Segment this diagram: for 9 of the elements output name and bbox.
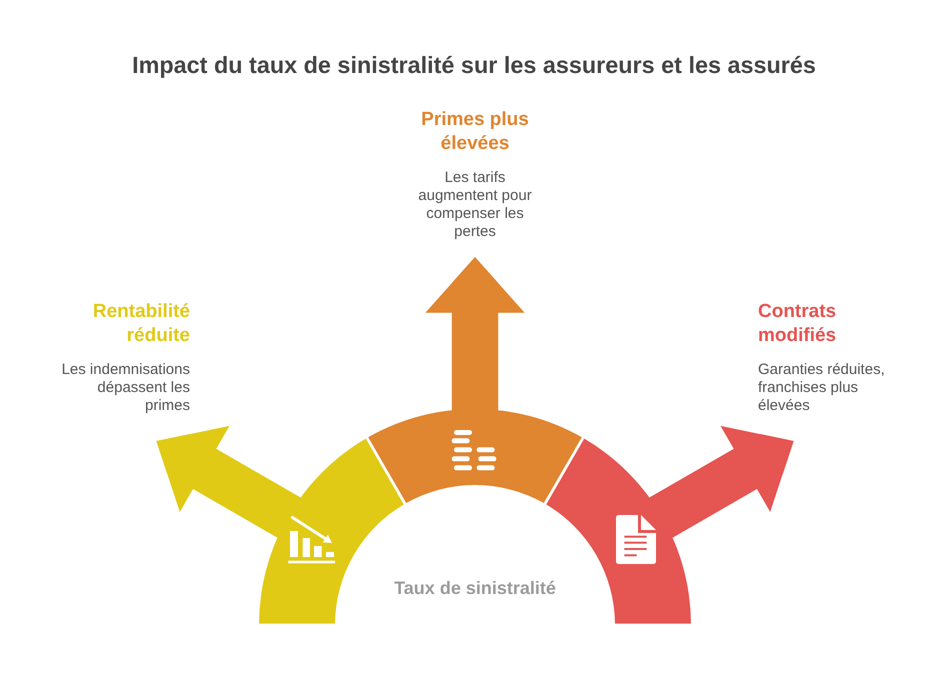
title: Impact du taux de sinistralité sur les assureurs et les assurés [132, 51, 816, 79]
description: Les tarifs augmentent pour compenser les pertes [417, 169, 533, 241]
description: Les indemnisations dépassent les primes [60, 361, 190, 415]
description: Garanties réduites, franchises plus élevées [758, 361, 886, 415]
arrow [425, 257, 525, 411]
heading: Contrats modifiés [758, 300, 838, 348]
heading: Rentabilité réduite [92, 300, 190, 348]
center-label: Taux de sinistralité [394, 577, 556, 599]
heading: Primes plus élevées [420, 108, 530, 156]
